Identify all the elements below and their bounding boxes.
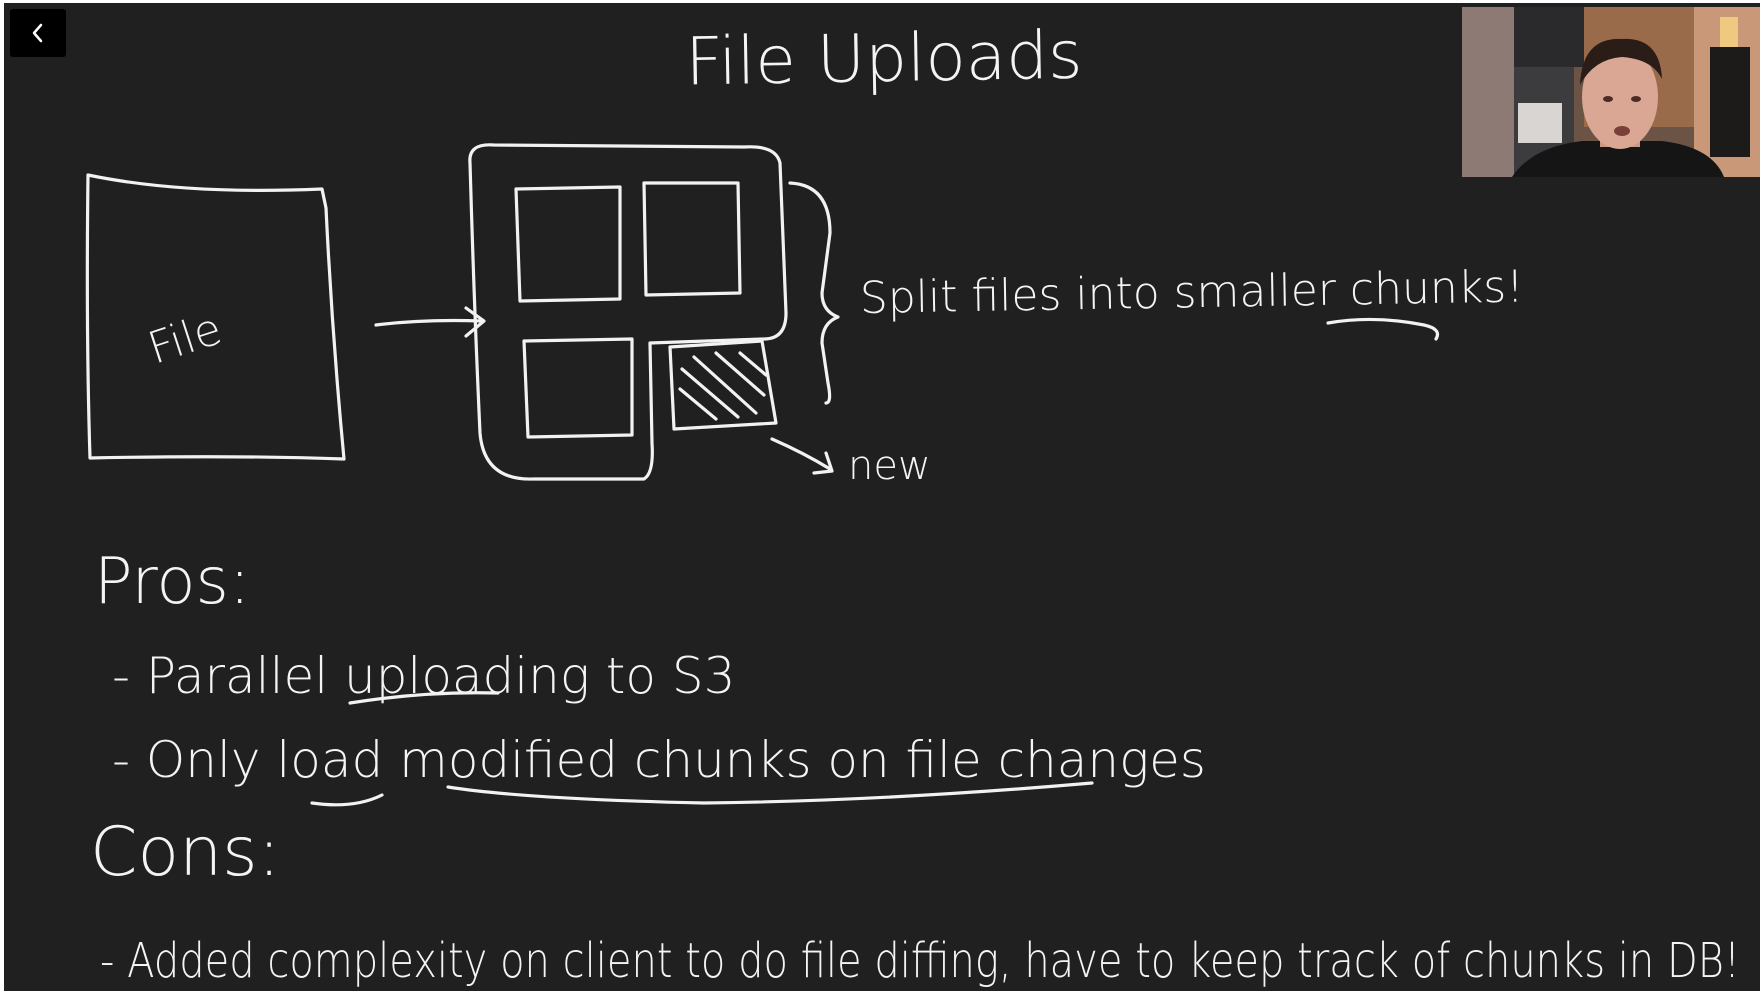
uploading-underline	[348, 691, 500, 705]
chunk-new-hatching	[678, 351, 768, 421]
curly-brace	[788, 181, 840, 405]
chunk-new	[668, 339, 778, 431]
back-button[interactable]	[10, 9, 66, 57]
page-title: File Uploads	[685, 17, 1083, 101]
presenter-webcam	[1462, 7, 1760, 177]
file-box	[85, 173, 346, 461]
chevron-left-icon	[32, 23, 43, 43]
pros-heading: Pros:	[94, 545, 250, 619]
chunk-top-right	[642, 181, 742, 297]
cons-item-complexity: - Added complexity on client to do file …	[100, 933, 1740, 989]
chunks-underline	[1326, 317, 1440, 341]
whiteboard: File Uploads File	[4, 3, 1760, 991]
modified-chunks-underline	[446, 781, 1094, 805]
pros-item-modified: - Only load modified chunks on file chan…	[112, 731, 1206, 789]
chunk-bottom-left	[522, 337, 634, 439]
whiteboard-canvas: File Uploads File	[85, 17, 1740, 989]
new-label: new	[848, 443, 931, 489]
pros-item-parallel: - Parallel uploading to S3	[112, 647, 735, 705]
cons-heading: Cons:	[90, 813, 281, 892]
split-note: Split files into smaller chunks!	[859, 261, 1524, 324]
chunk-top-left	[514, 185, 622, 303]
arrow-to-chunks	[374, 306, 486, 338]
load-underline	[310, 793, 384, 807]
file-label: File	[142, 303, 228, 374]
presenter-video-icon	[1462, 7, 1760, 177]
arrow-to-new	[770, 437, 834, 475]
chunk-container	[468, 143, 788, 481]
